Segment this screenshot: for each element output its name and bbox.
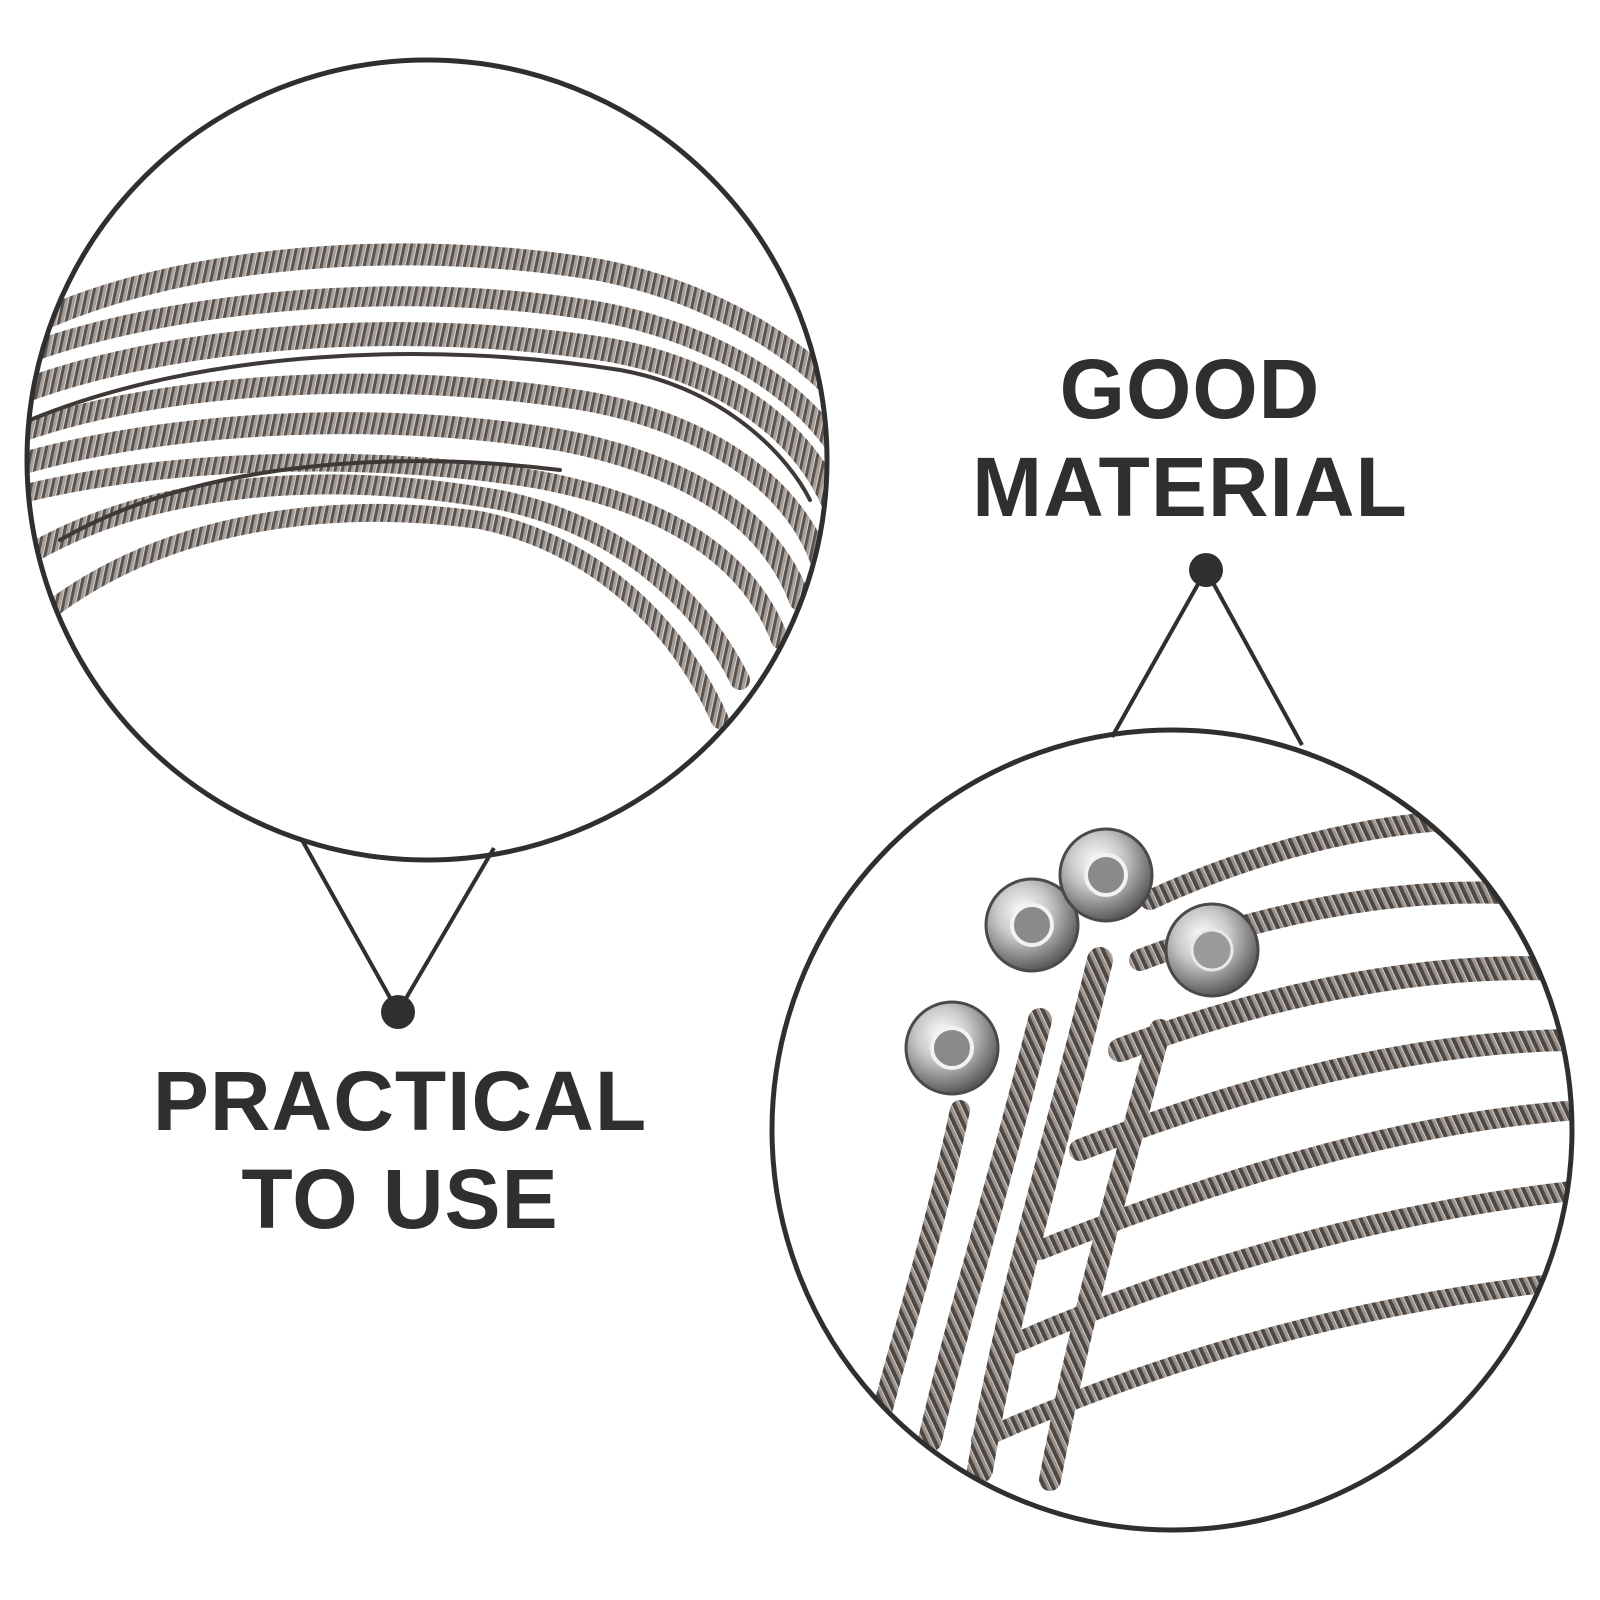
- callout-line: PRACTICAL: [152, 1054, 648, 1148]
- ball-ends: [904, 827, 1260, 1096]
- left-detail-image: [27, 60, 827, 860]
- left-pointer-dot: [381, 995, 415, 1029]
- left-circle-outline: [24, 57, 830, 863]
- callout-label-practical: PRACTICAL TO USE: [120, 1052, 680, 1248]
- right-detail-image: [772, 730, 1572, 1530]
- right-circle-outline: [769, 727, 1575, 1533]
- callout-line: TO USE: [241, 1152, 559, 1246]
- right-pointer-dot: [1189, 553, 1223, 587]
- callout-line: GOOD: [1059, 342, 1321, 436]
- left-pointer: [300, 839, 496, 1014]
- right-pointer: [1110, 569, 1304, 746]
- callout-label-material: GOOD MATERIAL: [920, 340, 1460, 536]
- callout-line: MATERIAL: [972, 440, 1408, 534]
